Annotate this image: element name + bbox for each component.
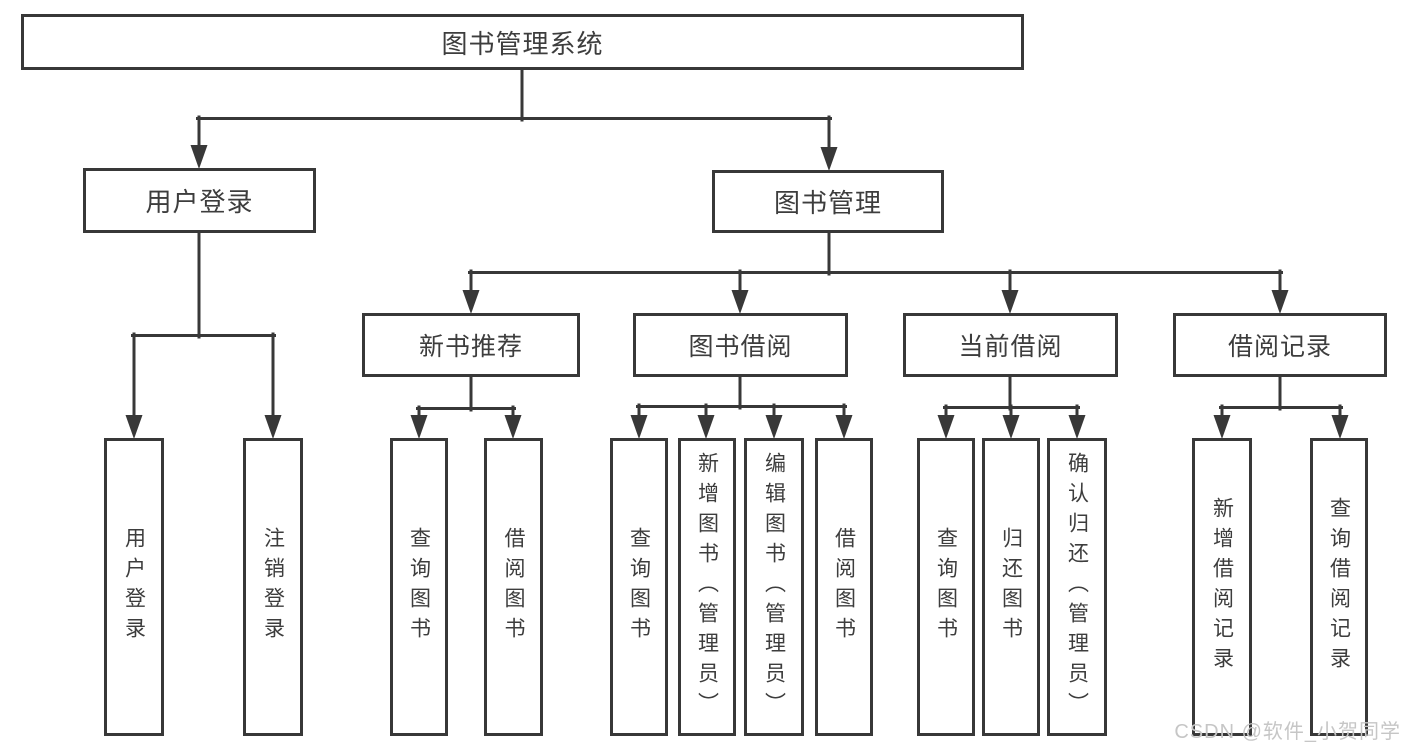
node-label: 新书推荐: [418, 333, 523, 361]
leaf-label: 查询图书: [934, 527, 958, 647]
node-library-system: 图书管理系统: [21, 14, 1024, 70]
leaf-label: 确认归还（管理员）: [1065, 452, 1089, 722]
leaf-query-book-current: 查询图书: [917, 438, 975, 736]
leaf-query-borrow-record: 查询借阅记录: [1310, 438, 1368, 736]
leaf-confirm-return-admin: 确认归还（管理员）: [1047, 438, 1107, 736]
node-label: 当前借阅: [958, 333, 1063, 361]
leaf-query-book-borrow: 查询图书: [610, 438, 668, 736]
leaf-user-login: 用户登录: [104, 438, 164, 736]
leaf-label: 编辑图书（管理员）: [762, 452, 786, 722]
node-borrow-records: 借阅记录: [1173, 313, 1387, 377]
leaf-query-book-newbook: 查询图书: [390, 438, 448, 736]
node-label: 用户登录: [145, 187, 254, 217]
node-book-management: 图书管理: [712, 170, 944, 233]
leaf-label: 新增图书（管理员）: [695, 452, 719, 722]
node-label: 借阅记录: [1227, 333, 1332, 361]
leaf-edit-book-admin: 编辑图书（管理员）: [744, 438, 804, 736]
leaf-label: 归还图书: [999, 527, 1023, 647]
leaf-label: 借阅图书: [832, 527, 856, 647]
node-current-borrow: 当前借阅: [903, 313, 1118, 377]
node-label: 图书管理系统: [441, 28, 604, 59]
watermark: CSDN @软件_小贺同学: [1174, 721, 1401, 743]
leaf-label: 查询图书: [407, 527, 431, 647]
node-label: 图书管理: [773, 188, 882, 218]
leaf-label: 注销登录: [261, 527, 285, 647]
leaf-label: 借阅图书: [502, 527, 525, 647]
node-user-login: 用户登录: [83, 168, 316, 233]
leaf-label: 查询借阅记录: [1327, 497, 1351, 677]
leaf-logout-login: 注销登录: [243, 438, 303, 736]
leaf-label: 新增借阅记录: [1210, 497, 1234, 677]
leaf-borrow-book-newbook: 借阅图书: [484, 438, 543, 736]
node-new-book-recommend: 新书推荐: [362, 313, 580, 377]
leaf-add-book-admin: 新增图书（管理员）: [678, 438, 736, 736]
leaf-return-book: 归还图书: [982, 438, 1040, 736]
leaf-label: 用户登录: [122, 527, 146, 647]
node-label: 图书借阅: [688, 333, 793, 361]
leaf-borrow-book-borrow: 借阅图书: [815, 438, 873, 736]
leaf-add-borrow-record: 新增借阅记录: [1192, 438, 1252, 736]
leaf-label: 查询图书: [627, 527, 651, 647]
node-book-borrow: 图书借阅: [633, 313, 848, 377]
